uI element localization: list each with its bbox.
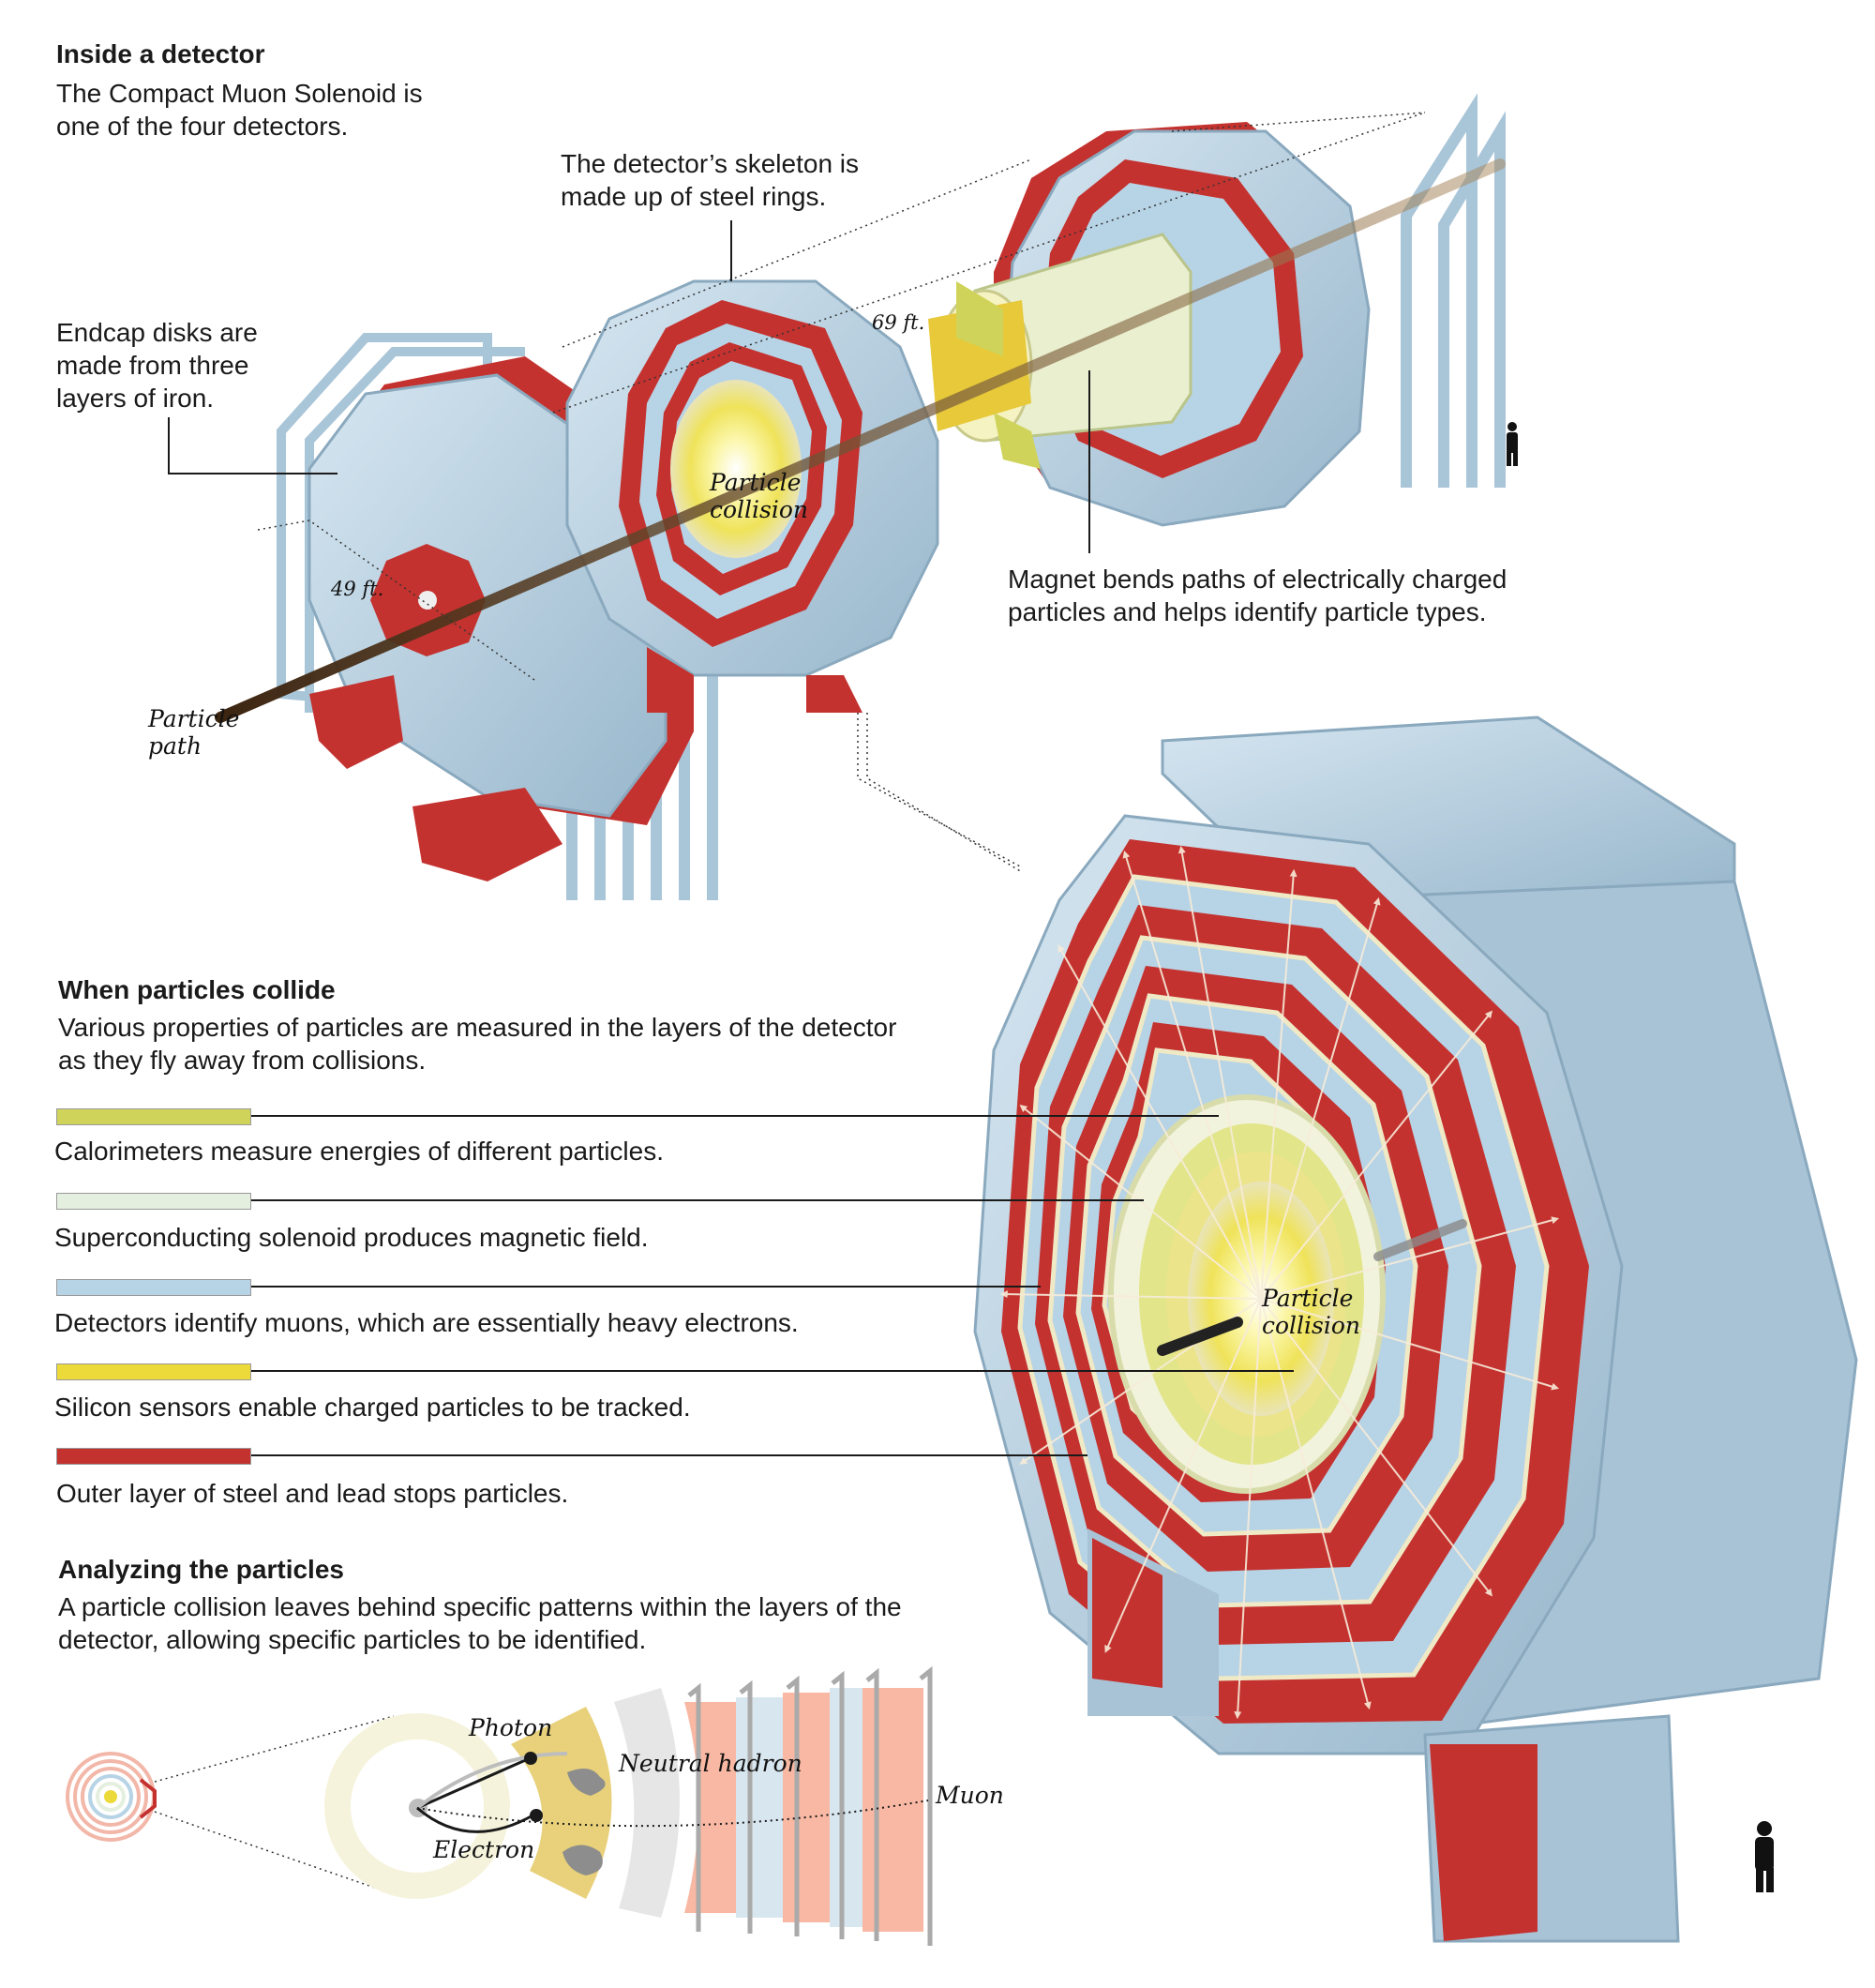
human-scale-figure-bottom bbox=[1755, 1821, 1774, 1892]
legend-label-solenoid: Superconducting solenoid produces magnet… bbox=[54, 1223, 649, 1252]
label-photon: Photon bbox=[469, 1714, 553, 1741]
human-scale-figure-top bbox=[1507, 422, 1518, 466]
right-barrel-wheel bbox=[928, 93, 1506, 527]
legend-label-muon-detectors: Detectors identify muons, which are esse… bbox=[54, 1308, 799, 1337]
callout-endcap: Endcap disks are made from three layers … bbox=[56, 318, 258, 413]
legend-label-silicon: Silicon sensors enable charged particles… bbox=[54, 1393, 691, 1422]
section-desc-inside-detector: The Compact Muon Solenoid is one of the … bbox=[56, 79, 423, 141]
legend-swatch-solenoid bbox=[56, 1193, 251, 1210]
label-collision-top: Particle collision bbox=[710, 469, 809, 523]
legend-swatch-muon-detectors bbox=[56, 1279, 251, 1296]
callout-magnet: Magnet bends paths of electrically charg… bbox=[1008, 565, 1508, 626]
legend-swatch-silicon bbox=[56, 1363, 251, 1380]
analysis-layers bbox=[324, 1665, 933, 1946]
legend-swatch-steel-lead bbox=[56, 1448, 251, 1465]
legend-swatch-calorimeter bbox=[56, 1108, 251, 1125]
particle-beam-rod bbox=[215, 158, 1506, 723]
section-desc-analyzing: A particle collision leaves behind speci… bbox=[58, 1592, 902, 1654]
middle-barrel-wheel bbox=[565, 279, 939, 713]
label-muon: Muon bbox=[936, 1782, 1004, 1809]
mini-detector-thumb bbox=[66, 1752, 157, 1842]
dotted-guides-top bbox=[257, 112, 1426, 873]
callout-skeleton: The detector’s skeleton is made up of st… bbox=[561, 149, 860, 211]
legend-label-steel-lead: Outer layer of steel and lead stops part… bbox=[56, 1479, 569, 1508]
cross-section-detector bbox=[973, 715, 1858, 1943]
legend-label-calorimeter: Calorimeters measure energies of differe… bbox=[54, 1137, 665, 1166]
label-collision-cross-section: Particle collision bbox=[1262, 1285, 1361, 1339]
section-title-inside-detector: Inside a detector bbox=[56, 39, 265, 68]
dimension-69ft: 69 ft. bbox=[872, 311, 925, 334]
section-title-collide: When particles collide bbox=[58, 975, 336, 1004]
label-electron: Electron bbox=[433, 1836, 535, 1863]
label-particle-path: Particle path bbox=[148, 705, 240, 760]
analysis-guides bbox=[154, 1715, 395, 1895]
dimension-49ft: 49 ft. bbox=[331, 578, 384, 600]
dotted-connector bbox=[857, 713, 1023, 868]
section-desc-collide: Various properties of particles are meas… bbox=[58, 1013, 897, 1075]
label-neutral-hadron: Neutral hadron bbox=[619, 1750, 802, 1777]
legend-leaders bbox=[251, 1115, 1294, 1456]
section-title-analyzing: Analyzing the particles bbox=[58, 1555, 344, 1584]
callout-leaders bbox=[168, 220, 1090, 553]
